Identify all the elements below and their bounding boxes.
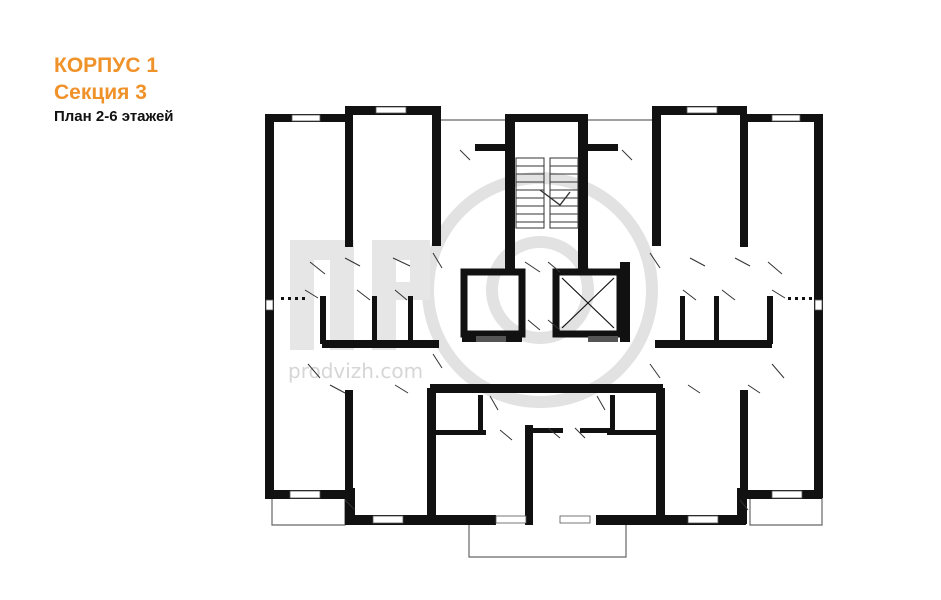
vent-dots <box>281 297 812 300</box>
windows <box>265 106 823 524</box>
interior-walls <box>320 115 773 490</box>
building-title: КОРПУС 1 <box>54 54 158 77</box>
watermark-letters <box>290 240 430 350</box>
title-block: КОРПУС 1 Секция 3 План 2-6 этажей <box>54 52 174 128</box>
staircase <box>515 157 579 229</box>
doors <box>304 149 786 511</box>
watermark-text: prodvizh.com <box>288 359 423 383</box>
plan-subtitle: План 2-6 этажей <box>54 108 174 125</box>
section-title: Секция 3 <box>54 81 147 104</box>
core-boxes <box>460 262 630 342</box>
